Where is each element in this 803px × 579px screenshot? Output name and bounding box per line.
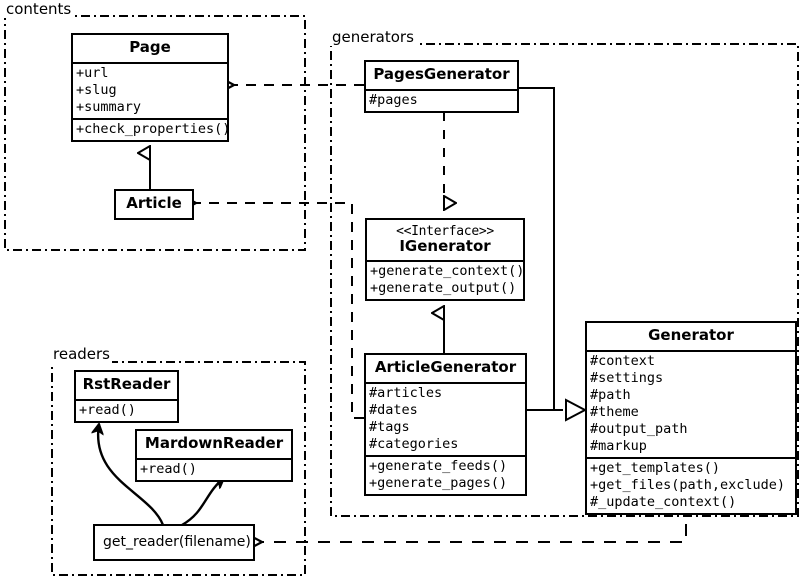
class-name-pages-generator: PagesGenerator [373, 65, 510, 83]
function-box-get-reader[interactable]: get_reader(filename) [93, 524, 255, 561]
class-box-page[interactable]: Page +url +slug +summary +check_properti… [71, 33, 231, 142]
package-label-contents: contents [4, 0, 74, 18]
attribute-markup: #markup [590, 437, 647, 454]
method-generate-output: +generate_output() [370, 280, 517, 297]
attribute-url: +url [76, 64, 109, 81]
class-methods-igenerator: +generate_context() +generate_output() [367, 260, 525, 299]
class-name-igenerator: <<Interface>> IGenerator [367, 220, 523, 260]
method-read-rst: +read() [79, 401, 136, 418]
class-box-generator[interactable]: Generator #context #settings #path #them… [585, 321, 797, 515]
class-box-mardown-reader[interactable]: MardownReader +read() [135, 429, 293, 482]
class-methods-page: +check_properties() [73, 117, 231, 140]
attribute-summary: +summary [76, 98, 142, 115]
class-box-rst-reader[interactable]: RstReader +read() [74, 370, 179, 423]
class-box-pages-generator[interactable]: PagesGenerator #pages [364, 60, 519, 113]
class-attributes-article-generator: #articles #dates #tags #categories [366, 381, 525, 455]
method-generate-feeds: +generate_feeds() [369, 457, 508, 474]
method-generate-pages: +generate_pages() [369, 474, 508, 491]
relation-articlegenerator-uses-article [196, 203, 364, 419]
attribute-articles: #articles [369, 384, 443, 401]
class-methods-generator: +get_templates() +get_files(path,exclude… [587, 456, 795, 513]
attribute-context: #context [590, 352, 656, 369]
method-check-properties: +check_properties() [76, 120, 231, 137]
attribute-pages: #pages [369, 91, 418, 108]
method-update-context: #_update_context() [590, 493, 737, 510]
class-name-page: Page [129, 38, 171, 56]
attribute-output-path: #output_path [590, 420, 688, 437]
attribute-dates: #dates [369, 401, 418, 418]
attribute-settings: #settings [590, 369, 664, 386]
class-attributes-page: +url +slug +summary [73, 61, 227, 118]
class-name-article-generator: ArticleGenerator [374, 358, 517, 376]
attribute-path: #path [590, 386, 631, 403]
class-attributes-generator: #context #settings #path #theme #output_… [587, 349, 795, 457]
class-name-generator: Generator [648, 326, 734, 344]
method-get-files: +get_files(path,exclude) [590, 476, 786, 493]
class-box-article-generator[interactable]: ArticleGenerator #articles #dates #tags … [364, 353, 527, 496]
attribute-slug: +slug [76, 81, 117, 98]
class-methods-rst-reader: +read() [76, 398, 177, 421]
method-generate-context: +generate_context() [370, 263, 525, 280]
class-methods-mardown-reader: +read() [137, 457, 291, 480]
relation-get-reader-creates-mardownreader [181, 478, 224, 527]
class-box-igenerator[interactable]: <<Interface>> IGenerator +generate_conte… [365, 218, 525, 302]
attribute-theme: #theme [590, 403, 639, 420]
attribute-categories: #categories [369, 435, 459, 452]
package-label-generators: generators [330, 28, 416, 46]
attribute-tags: #tags [369, 418, 410, 435]
method-read-mardown: +read() [140, 460, 197, 477]
class-name-article: Article [126, 194, 182, 212]
class-name-rst-reader: RstReader [82, 375, 171, 393]
class-attributes-pages-generator: #pages [366, 88, 517, 111]
class-methods-article-generator: +generate_feeds() +generate_pages() [366, 454, 525, 494]
generator-inheritance-arrowhead [565, 398, 588, 422]
function-name-get-reader: get_reader(filename) [103, 534, 251, 550]
method-get-templates: +get_templates() [590, 459, 721, 476]
package-label-readers: readers [51, 345, 112, 363]
class-name-igenerator-text: IGenerator [399, 236, 491, 255]
class-box-article[interactable]: Article [114, 189, 194, 220]
class-name-mardown-reader: MardownReader [144, 434, 284, 452]
